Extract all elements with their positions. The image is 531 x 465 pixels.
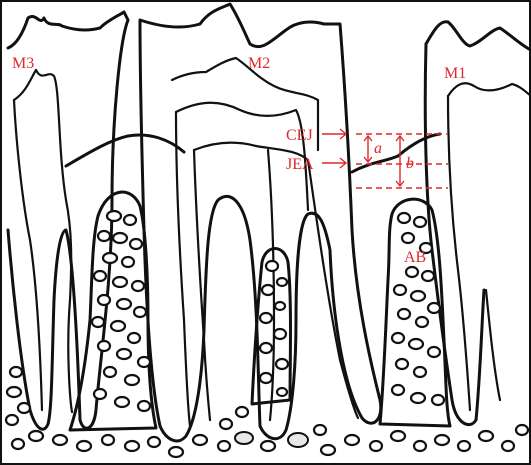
label-m1: M1 [444,65,466,82]
label-measure-a: a [374,140,382,157]
label-ab: AB [404,249,426,266]
label-m2: M2 [248,55,270,72]
label-jea: JEA [286,156,314,173]
label-measure-b: b [406,155,414,172]
label-cej: CEJ [286,127,313,144]
label-m3: M3 [12,55,34,72]
